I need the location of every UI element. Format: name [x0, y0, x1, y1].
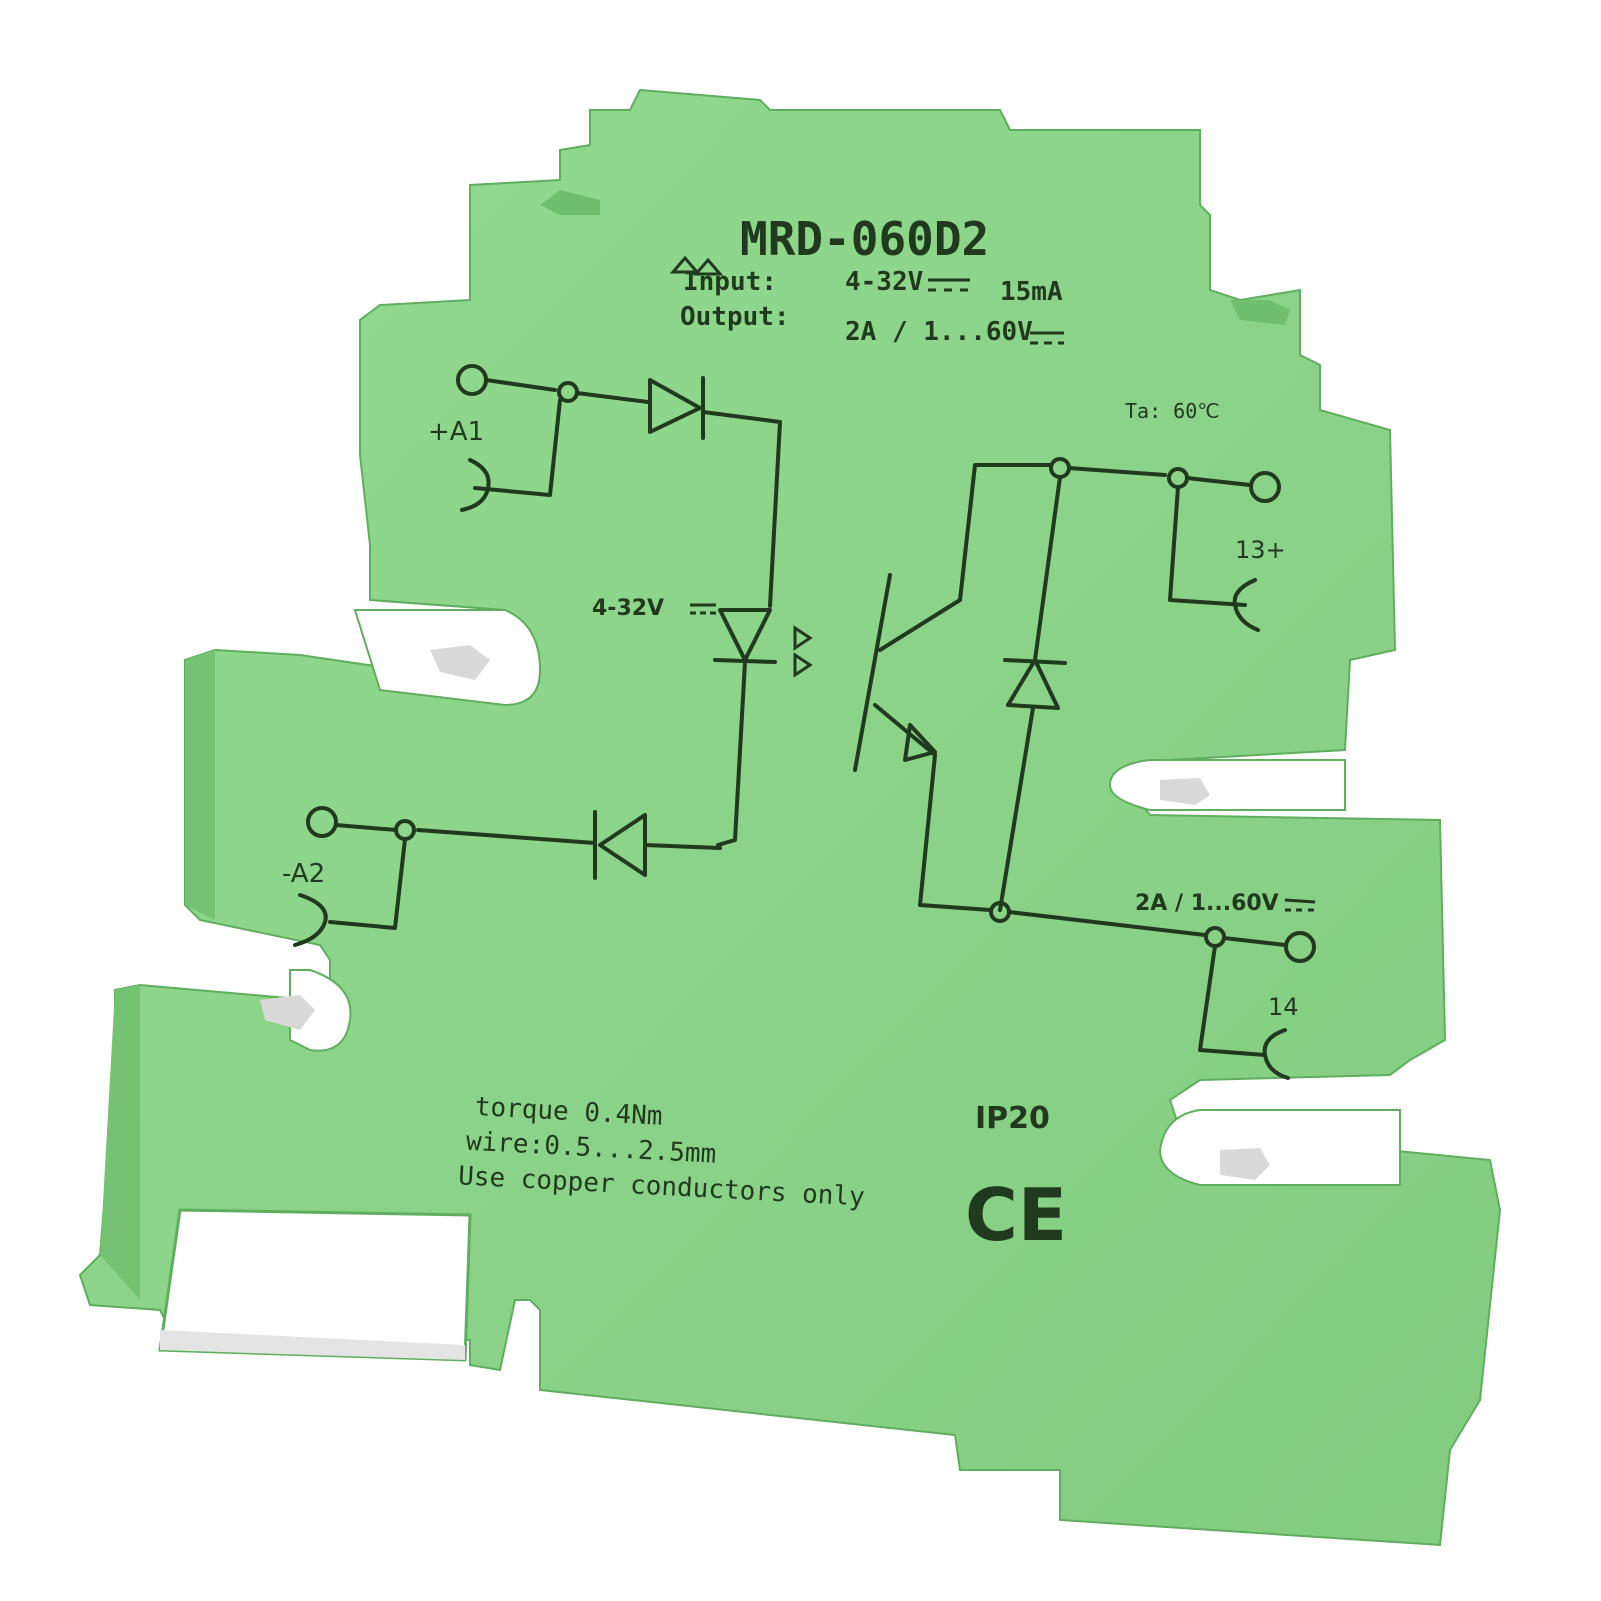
housing-notch: [1230, 300, 1290, 325]
output-value: 2A / 1...60V: [845, 317, 1033, 347]
input-value: 4-32V: [845, 267, 923, 297]
screw-13-icon: [1232, 578, 1260, 632]
output-rating: 2A / 1...60V: [1135, 891, 1279, 916]
screw-clamp: [430, 645, 490, 680]
din-rail-edge: [160, 1330, 465, 1360]
input-led-rating: 4-32V: [592, 596, 664, 621]
input-circuit: +A1 4-32V -A2: [282, 255, 813, 947]
output-circuit: 13+ 14 2A / 1...60V: [853, 457, 1316, 1080]
dc-symbol-icon: [1030, 331, 1064, 345]
screw-clamp: [260, 995, 315, 1030]
model-name: MRD-060D2: [740, 212, 989, 266]
housing-edge: [185, 650, 215, 920]
housing-notch: [540, 190, 600, 215]
terminal-14-icon: [1284, 931, 1316, 963]
ip-rating: IP20: [975, 1101, 1050, 1136]
ce-mark: CE: [965, 1173, 1067, 1257]
input-current: 15mA: [1000, 277, 1063, 307]
screw-clamp: [1160, 778, 1210, 805]
output-label: Output:: [680, 302, 790, 332]
screw-a2-icon: [293, 893, 328, 947]
terminal-13-icon: [1249, 471, 1281, 503]
terminal-a2-icon: [306, 806, 338, 838]
led-icon: [648, 378, 702, 434]
screw-a1-icon: [460, 458, 491, 512]
terminal-slot: [1158, 1109, 1401, 1186]
dc-symbol-icon: [690, 603, 716, 615]
terminal-slot: [289, 969, 352, 1052]
housing-edge: [100, 985, 140, 1300]
relay-housing: [78, 88, 1502, 1547]
terminal-14-label: 14: [1268, 993, 1299, 1021]
indicator-led-icon: [718, 608, 772, 662]
ambient-temp: Ta: 60℃: [1125, 399, 1220, 423]
screw-14-icon: [1262, 1028, 1290, 1080]
terminal-a1-label: +A1: [428, 417, 484, 447]
terminal-slot: [1108, 759, 1346, 811]
transistor-icon: [853, 573, 892, 772]
dc-symbol-icon: [1284, 898, 1316, 912]
terminal-13-label: 13+: [1235, 536, 1286, 564]
dc-symbol-icon: [928, 278, 970, 292]
terminal-a2-label: -A2: [282, 859, 325, 889]
screw-clamp: [1220, 1148, 1270, 1180]
